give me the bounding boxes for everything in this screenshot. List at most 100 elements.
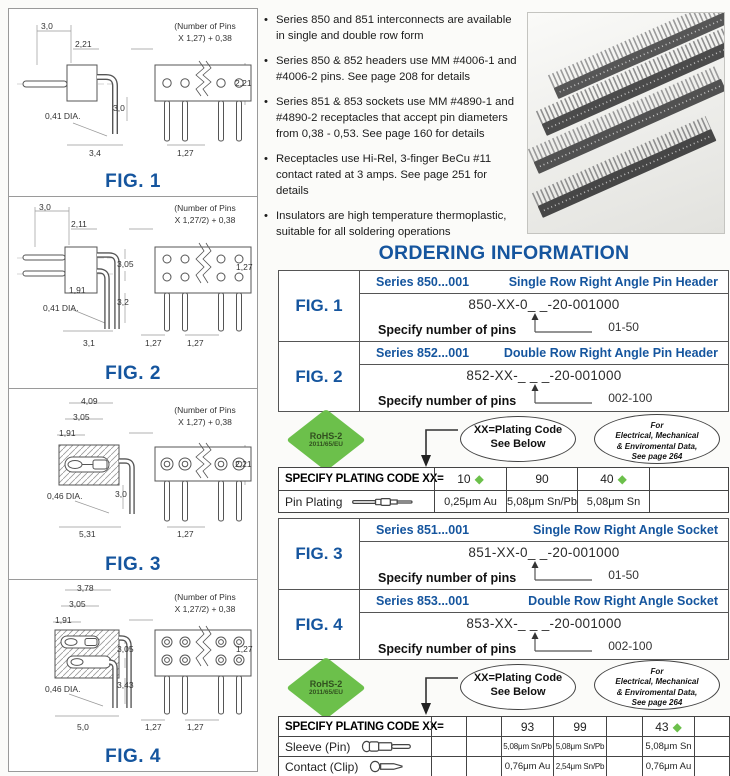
plating-code: 93 — [520, 719, 535, 734]
green-diamond-icon: ◆ — [617, 472, 627, 486]
fig1-label: FIG. 1 — [105, 171, 161, 192]
plating-spec: 0,25μm Au — [444, 495, 497, 508]
fig4-label: FIG. 4 — [105, 746, 161, 767]
dimension-label: 3,05 — [69, 599, 86, 609]
specify-pins-label: Specify number of pins — [378, 642, 517, 656]
specify-pins-label: Specify number of pins — [378, 323, 517, 337]
callout-line: See Below — [490, 685, 546, 698]
plating-spec: 5,08μm Sn — [645, 741, 692, 752]
sleeve-pin-row: Sleeve (Pin) 5,08μm Sn/Pb 5,08μm Sn/Pb 5… — [279, 736, 729, 756]
dimension-label: X 1,27/2) + 0,38 — [174, 604, 236, 614]
plating-code-callout: XX=Plating Code See Below — [460, 664, 576, 710]
bullet-text: Receptacles use Hi-Rel, 3-finger BeCu #1… — [276, 153, 492, 198]
fig3-technical-drawing — [9, 389, 257, 553]
connector-strips-image — [528, 13, 730, 218]
plating-table-sockets: SPECIFY PLATING CODE XX= 93 99 43◆ Sleev… — [278, 716, 730, 776]
pin-count-range: 002-100 — [608, 639, 653, 653]
pin-count-arrow — [531, 561, 598, 585]
figure-3-drawing: 4,09 3,05 1,91 (Number of Pins X 1,27) +… — [8, 388, 258, 580]
feature-bullet-list: • Series 850 and 851 interconnects are av… — [264, 12, 520, 249]
product-type: Single Row Right Angle Pin Header — [508, 275, 718, 289]
pin-count-arrow — [531, 632, 598, 656]
dimension-label: 5,0 — [77, 722, 89, 732]
contact-clip-icon — [368, 760, 410, 773]
plating-code: 10 — [457, 472, 471, 486]
dimension-label: 1,27 — [145, 338, 162, 348]
bullet-text: Series 850 and 851 interconnects are ava… — [276, 14, 512, 43]
dimension-label: (Number of Pins — [174, 21, 236, 31]
dimension-label: 3,0 — [39, 202, 51, 212]
rohs-diamond-badge: RoHS-2 2011/65/EU — [296, 414, 356, 466]
fig1-technical-drawing — [9, 9, 257, 171]
bullet-item: • Series 850 & 852 headers use MM #4006-1… — [264, 53, 520, 85]
dimension-label: 1,91 — [55, 615, 72, 625]
bullet-icon: • — [264, 210, 268, 223]
callout-line: For — [650, 667, 664, 676]
plating-spec: 0,76μm Au — [645, 761, 692, 772]
dimension-label: 3,05 — [117, 259, 134, 269]
ordering-section-fig2: FIG. 2 Series 852...001 Double Row Right… — [279, 341, 728, 412]
part-number: 850-XX-0_ _-20-001000 — [468, 297, 620, 312]
plating-code-header: SPECIFY PLATING CODE XX= — [285, 720, 444, 733]
plating-code-arrow — [421, 664, 460, 715]
pin-count-arrow — [531, 384, 598, 408]
bullet-icon: • — [264, 96, 268, 109]
dimension-label: 3,05 — [117, 644, 134, 654]
rohs-directive: 2011/65/EU — [309, 689, 343, 697]
bullet-item: •Series 851 & 853 sockets use MM #4890-1… — [264, 94, 520, 142]
plating-table-headers: SPECIFY PLATING CODE XX= 10◆ 90 40◆ Pin … — [278, 467, 729, 513]
ordering-section-fig4: FIG. 4 Series 853...001 Double Row Right… — [279, 589, 728, 660]
dimension-label: 3,43 — [117, 680, 134, 690]
figure-1-drawing: 3,0 2,21 (Number of Pins X 1,27) + 0,38 … — [8, 8, 258, 197]
bullet-icon: • — [264, 55, 268, 68]
figure-4-drawing: 3,78 3,05 1,91 (Number of Pins X 1,27/2)… — [8, 579, 258, 772]
figure-2-drawing: 3,0 2,11 (Number of Pins X 1,27/2) + 0,3… — [8, 196, 258, 389]
pin-count-range: 01-50 — [608, 568, 639, 582]
dimension-label: 1,27 — [236, 262, 253, 272]
callout-line: XX=Plating Code — [473, 424, 563, 436]
dimension-label: 5,31 — [79, 529, 96, 539]
plating-code: 99 — [573, 719, 587, 734]
sleeve-pin-label: Sleeve (Pin) — [285, 739, 351, 754]
part-number: 853-XX-_ _ _-20-001000 — [466, 616, 622, 631]
bullet-text: Insulators are high temperature thermopl… — [276, 210, 507, 239]
specify-pins-label: Specify number of pins — [378, 571, 517, 585]
bullet-icon: • — [264, 153, 268, 166]
fig2-technical-drawing — [9, 197, 257, 363]
fig1-ref-label: FIG. 1 — [279, 271, 360, 341]
fig3-label: FIG. 3 — [105, 554, 161, 575]
plating-spec: 5,08μm Sn/Pb — [555, 742, 605, 751]
contact-clip-row: Contact (Clip) 0,76μm Au 2,54μm Sn/Pb 0,… — [279, 756, 729, 776]
data-reference-callout: For Electrical, Mechanical & Enviromenta… — [594, 414, 720, 464]
callout-line: See Below — [490, 437, 546, 450]
dimension-label: (Number of Pins — [174, 405, 236, 415]
dimension-label: 3,78 — [77, 583, 94, 593]
callout-line: For — [650, 421, 664, 430]
dimension-label: 1,27 — [236, 644, 253, 654]
dimension-label: 1,27 — [177, 529, 194, 539]
callout-line: See page 264 — [631, 452, 683, 462]
rohs-label: RoHS-2 — [309, 679, 343, 690]
dimension-label: 3,1 — [83, 338, 95, 348]
plating-code-row: SPECIFY PLATING CODE XX= 10◆ 90 40◆ — [279, 468, 728, 490]
dimension-label: X 1,27/2) + 0,38 — [174, 215, 236, 225]
dimension-label: 3,4 — [89, 148, 101, 158]
dimension-label: X 1,27) + 0,38 — [178, 417, 232, 427]
pin-icon — [352, 496, 414, 508]
plating-code-header: SPECIFY PLATING CODE XX= — [285, 473, 444, 485]
rohs-diamond-badge: RoHS-2 2011/65/EU — [296, 662, 356, 714]
series-name: Series 850...001 — [376, 275, 470, 289]
dimension-label: 1,91 — [59, 428, 76, 438]
fig3-ref-label: FIG. 3 — [279, 519, 360, 589]
dimension-label: 2,21 — [75, 39, 92, 49]
green-diamond-icon: ◆ — [474, 472, 484, 486]
dimension-label: 2,21 — [235, 459, 252, 469]
dimension-label: 3,2 — [117, 297, 129, 307]
pin-plating-row: Pin Plating 0,25μm Au 5,08μm Sn/Pb 5,08μ… — [279, 490, 728, 512]
callout-line: & Enviromental Data, — [616, 441, 698, 451]
bullet-text: Series 850 & 852 headers use MM #4006-1 … — [276, 55, 517, 84]
fig2-ref-label: FIG. 2 — [279, 342, 360, 412]
plating-code: 90 — [535, 472, 549, 486]
dimension-label: 2,11 — [71, 219, 87, 229]
pin-count-arrow — [531, 313, 598, 337]
